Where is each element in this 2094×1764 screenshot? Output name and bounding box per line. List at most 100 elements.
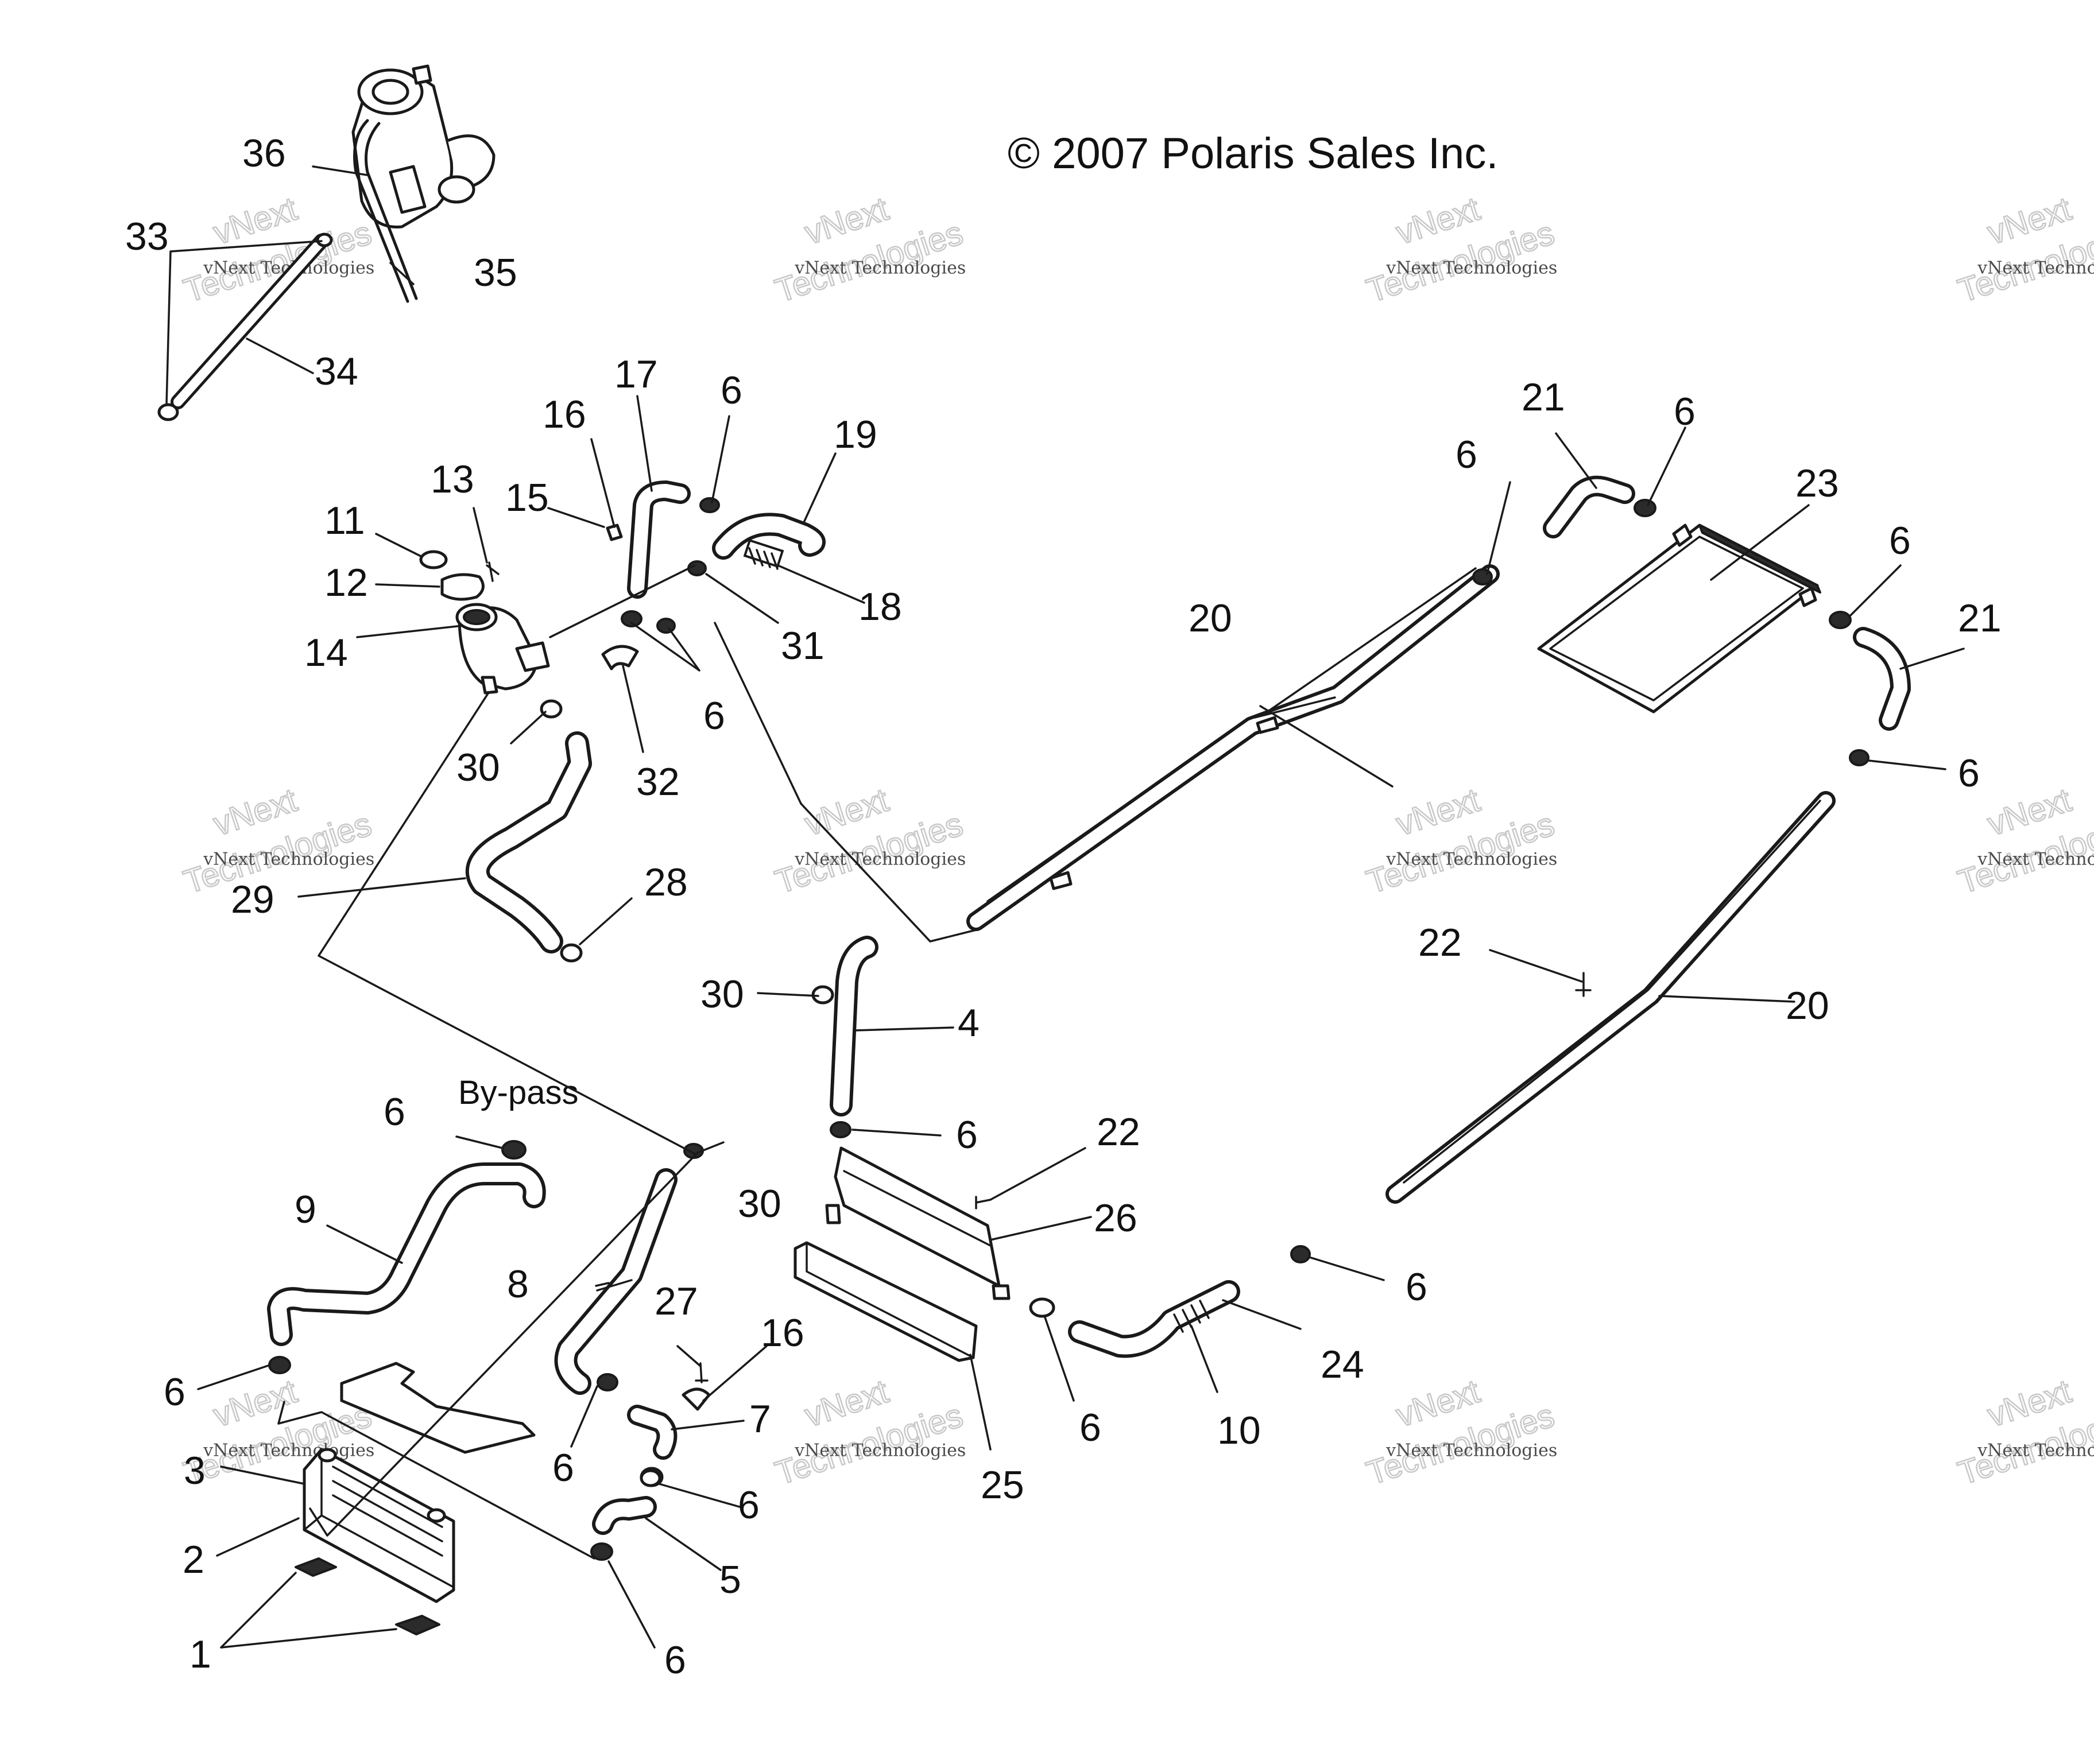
callout-6-top-b: 6 — [703, 694, 725, 738]
part-clamp-6-e — [640, 1469, 661, 1487]
leader-lines — [165, 165, 1965, 1649]
part-spring — [743, 538, 784, 570]
callout-6-hx-top: 6 — [1674, 390, 1696, 433]
callout-31: 31 — [781, 624, 825, 668]
callout-15: 15 — [505, 476, 549, 519]
callout-22-lower: 22 — [1097, 1110, 1140, 1154]
part-clamp-6-l — [1849, 749, 1869, 766]
part-fitting-32 — [601, 645, 639, 670]
part-bolt-27 — [695, 1362, 709, 1383]
callout-6-left: 6 — [164, 1370, 185, 1414]
part-o-ring — [419, 550, 448, 569]
callout-3: 3 — [184, 1449, 206, 1492]
part-overflow-hose — [353, 119, 418, 303]
part-bracket-3 — [340, 1362, 536, 1454]
part-clamp-6-n — [1290, 1245, 1311, 1263]
callout-19: 19 — [834, 413, 877, 456]
watermark-text: vNext Technologies — [1385, 850, 1557, 870]
callout-16-bottom: 16 — [761, 1311, 804, 1355]
watermark: vNext Technologies vNext Technologies — [770, 781, 968, 902]
callout-30-lower: 30 — [738, 1182, 781, 1226]
watermark-text: vNext Technologies — [1977, 1441, 2094, 1461]
callout-36: 36 — [242, 131, 286, 175]
callout-6-hx-bottom: 6 — [1958, 751, 1980, 795]
watermark-text: vNext Technologies — [1385, 1441, 1557, 1461]
callout-16-top: 16 — [543, 393, 586, 436]
callout-6-lower-a: 6 — [552, 1446, 574, 1490]
callout-30-mid: 30 — [700, 972, 744, 1016]
callout-24: 24 — [1321, 1343, 1364, 1386]
bypass-label: By-pass — [458, 1074, 579, 1111]
callout-33: 33 — [125, 215, 169, 258]
callout-23: 23 — [1795, 462, 1839, 505]
part-bolt-22-lower — [975, 1196, 992, 1209]
watermark: vNext Technologies vNext Technologies — [179, 781, 377, 902]
part-clamp-6-b — [501, 1140, 527, 1160]
watermark: vNext Technologies vNext Technologies — [1953, 189, 2094, 311]
callout-13: 13 — [431, 458, 474, 501]
part-bracket-26 — [825, 1146, 1011, 1300]
part-hose-10 — [1068, 1280, 1240, 1358]
part-clamp-6-h — [656, 618, 676, 634]
watermark: vNext Technologies vNext Technologies — [770, 189, 968, 311]
callout-30-top: 30 — [456, 746, 500, 789]
watermark-text: vNext Technologies — [794, 1441, 966, 1461]
callout-11: 11 — [324, 499, 365, 542]
callout-10: 10 — [1217, 1409, 1261, 1452]
part-clamp-6-i — [1472, 568, 1493, 586]
watermark: vNext Technologies vNext Technologies — [1953, 1372, 2094, 1493]
part-pad-1a — [295, 1557, 337, 1577]
callout-6-top-a: 6 — [721, 369, 742, 412]
callout-32: 32 — [636, 760, 680, 804]
callout-6-hx-right: 6 — [1889, 519, 1911, 563]
part-clamp-28 — [560, 943, 583, 963]
watermark-text: vNext Technologies — [203, 850, 374, 870]
callout-34: 34 — [315, 350, 358, 393]
part-clamp-6-f — [699, 497, 720, 513]
callout-6-lower-c: 6 — [664, 1638, 686, 1682]
part-clamp-6-m — [830, 1121, 851, 1138]
part-pad-1b — [395, 1615, 440, 1635]
watermarks: vNext Technologies vNext Technologies vN… — [179, 189, 2094, 1493]
callout-12: 12 — [324, 561, 368, 604]
callout-9: 9 — [295, 1188, 316, 1231]
watermark: vNext Technologies vNext Technologies — [770, 1372, 968, 1493]
copyright-notice: © 2007 Polaris Sales Inc. — [1008, 129, 1498, 178]
callout-14: 14 — [304, 631, 348, 674]
callout-35: 35 — [474, 251, 517, 294]
part-coolant-reservoir — [351, 64, 496, 228]
part-clamp-6-c — [268, 1356, 291, 1374]
part-coolant-tube-upper — [966, 564, 1500, 931]
part-clamp-6-d — [590, 1542, 613, 1561]
callout-22-upper: 22 — [1418, 921, 1462, 964]
part-screw — [486, 561, 500, 582]
watermark-text: vNext Technologies — [794, 258, 966, 278]
watermark: vNext Technologies vNext Technologies — [179, 189, 377, 311]
watermark: vNext Technologies vNext Technologies — [1361, 189, 1559, 311]
callout-27: 27 — [655, 1280, 698, 1323]
part-heat-exchanger — [1537, 524, 1821, 714]
callout-6-right: 6 — [1406, 1265, 1427, 1309]
callout-5: 5 — [719, 1558, 741, 1602]
watermark-text: vNext Technologies — [794, 850, 966, 870]
callout-6-mid: 6 — [956, 1113, 978, 1157]
callout-25: 25 — [981, 1463, 1024, 1507]
callout-26: 26 — [1094, 1196, 1137, 1240]
callout-6-lower-b: 6 — [738, 1483, 760, 1527]
part-tube-end — [316, 232, 333, 247]
callout-7: 7 — [749, 1397, 771, 1441]
part-cooler-2 — [303, 1448, 455, 1603]
part-clamp-6-o — [597, 1373, 618, 1391]
callout-29: 29 — [231, 878, 274, 921]
callout-6-bypass: 6 — [384, 1090, 405, 1134]
watermark: vNext Technologies vNext Technologies — [1361, 781, 1559, 902]
watermark: vNext Technologies vNext Technologies — [1361, 1372, 1559, 1493]
part-thermostat-housing — [455, 603, 550, 695]
part-clamp-6-g — [621, 610, 642, 627]
callout-2: 2 — [183, 1538, 204, 1581]
part-clamp-30 — [540, 699, 563, 719]
part-clamp-6-j — [1634, 499, 1656, 517]
callout-28: 28 — [644, 860, 688, 904]
callout-1: 1 — [189, 1633, 211, 1676]
callout-8: 8 — [507, 1262, 529, 1306]
